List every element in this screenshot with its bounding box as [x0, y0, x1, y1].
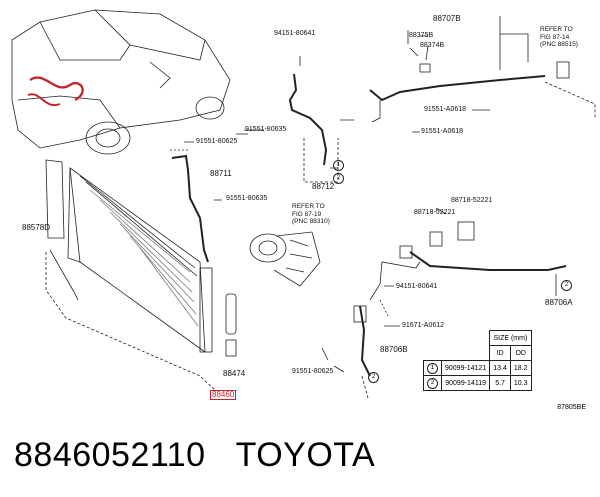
label-88711: 88711	[210, 169, 232, 178]
label-88707B: 88707B	[433, 14, 461, 23]
pipe-88707B	[369, 16, 570, 123]
label-88460: 88460	[210, 390, 237, 400]
size-header: SIZE (mm)	[489, 330, 532, 346]
size-od-header: OD	[509, 345, 532, 361]
label-91551-80625-b: 91551-80625	[292, 368, 334, 375]
condenser-88460	[45, 159, 213, 353]
label-91551-A0618-a: 91551-A0618	[424, 106, 467, 113]
label-88706B: 88706B	[380, 345, 408, 354]
size-table: SIZE (mm) ID OD 1 90099-14121 13.4 18.2 …	[423, 330, 532, 391]
dryer-88474	[225, 293, 237, 335]
table-row: 1 90099-14121 13.4 18.2	[423, 360, 532, 376]
label-88474: 88474	[223, 369, 246, 378]
callout-circle-2: 2	[333, 173, 344, 184]
refer-note-top-right: REFER TO FIG 87-14 (PNC 88515)	[540, 26, 578, 48]
label-91671-A0612: 91671-A0612	[402, 322, 445, 329]
label-88706A: 88706A	[545, 298, 573, 307]
label-88374B: 88374B	[420, 42, 445, 49]
label-88375B: 88375B	[409, 32, 434, 39]
figure-code: 87805BE	[557, 404, 586, 411]
compressor	[249, 231, 321, 287]
label-88712: 88712	[312, 182, 335, 191]
label-91551-80635-a: 91551-80635	[245, 126, 287, 133]
label-88718-52221-a: 88718-52221	[451, 197, 493, 204]
label-88718-52221-b: 88718-52221	[414, 209, 456, 216]
pipe-88706B	[321, 305, 371, 377]
callout-circle-2b: 2	[561, 280, 572, 291]
label-91551-80635-b: 91551-80635	[226, 195, 268, 202]
part-caption: 8846052110 TOYOTA	[14, 436, 405, 475]
callout-circle-1: 1	[333, 160, 344, 171]
label-91551-A0618-b: 91551-A0618	[421, 128, 464, 135]
size-id-header: ID	[489, 345, 511, 361]
table-row: 2 90099-14119 5.7 10.3	[423, 375, 532, 391]
label-94151-80641-top: 94151-80641	[274, 30, 316, 37]
part-number: 8846052110	[14, 436, 206, 474]
label-94151-80641-mid: 94151-80641	[396, 283, 438, 290]
label-88578D: 88578D	[22, 223, 51, 232]
car-illustration	[11, 9, 231, 155]
pipe-88706A	[369, 221, 567, 301]
label-91551-80625-a: 91551-80625	[196, 138, 238, 145]
callout-circle-2c: 2	[368, 372, 379, 383]
brand-name: TOYOTA	[235, 436, 376, 474]
refer-note-compressor: REFER TO FIG 87-19 (PNC 88310)	[292, 203, 330, 225]
